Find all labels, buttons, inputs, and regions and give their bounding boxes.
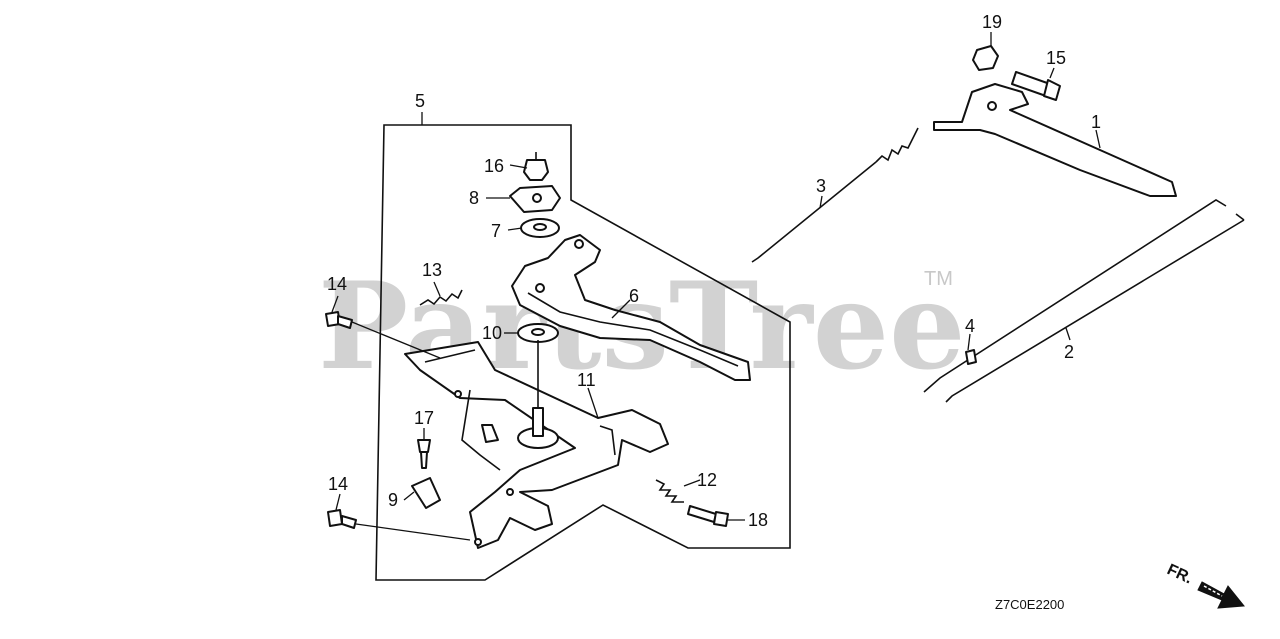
callout-9: 9 bbox=[388, 490, 398, 510]
front-label: FR. bbox=[1164, 561, 1195, 587]
washer-7[interactable] bbox=[520, 218, 560, 238]
clip-9[interactable] bbox=[411, 477, 441, 509]
bolt-14-lower[interactable] bbox=[327, 509, 357, 529]
callout-11: 11 bbox=[577, 370, 596, 390]
callout-4: 4 bbox=[965, 316, 975, 336]
callout-14-lower: 14 bbox=[328, 474, 348, 494]
watermark-trademark: TM bbox=[924, 268, 953, 290]
lever-1[interactable] bbox=[933, 83, 1177, 197]
arrow-right-down-icon bbox=[1197, 581, 1245, 609]
lever-arm-8[interactable] bbox=[509, 185, 561, 213]
callout-10: 10 bbox=[482, 323, 502, 343]
callout-3: 3 bbox=[816, 176, 826, 196]
bracket-base-11[interactable] bbox=[404, 341, 669, 549]
assembly-outline bbox=[375, 124, 791, 581]
washer-10[interactable] bbox=[517, 323, 559, 343]
callout-7: 7 bbox=[491, 221, 501, 241]
callout-8: 8 bbox=[469, 188, 479, 208]
spring-13[interactable] bbox=[419, 289, 463, 306]
callout-13: 13 bbox=[422, 260, 442, 280]
callout-5: 5 bbox=[415, 91, 425, 111]
callout-18: 18 bbox=[748, 510, 768, 530]
callout-16: 16 bbox=[484, 156, 504, 176]
bolt-14-upper[interactable] bbox=[325, 311, 353, 329]
callout-2: 2 bbox=[1064, 342, 1074, 362]
callout-1: 1 bbox=[1091, 112, 1101, 132]
rod-3[interactable] bbox=[751, 127, 919, 263]
screw-17[interactable] bbox=[417, 439, 431, 469]
flange-nut-16[interactable] bbox=[523, 152, 549, 181]
rod-4[interactable] bbox=[923, 199, 1227, 393]
diagram-code: Z7C0E2200 bbox=[995, 597, 1064, 612]
callout-14-upper: 14 bbox=[327, 274, 347, 294]
callout-15: 15 bbox=[1046, 48, 1066, 68]
bolt-18[interactable] bbox=[687, 505, 729, 527]
spring-12[interactable] bbox=[655, 479, 684, 503]
callout-12: 12 bbox=[697, 470, 717, 490]
rod-2[interactable] bbox=[945, 213, 1245, 403]
nut-19[interactable] bbox=[972, 45, 999, 71]
bolt-15[interactable] bbox=[1011, 71, 1061, 101]
callout-17: 17 bbox=[414, 408, 434, 428]
callout-19: 19 bbox=[982, 12, 1002, 32]
leader-lines bbox=[331, 32, 1101, 541]
control-lever-plate[interactable] bbox=[511, 234, 751, 381]
callout-6: 6 bbox=[629, 286, 639, 306]
